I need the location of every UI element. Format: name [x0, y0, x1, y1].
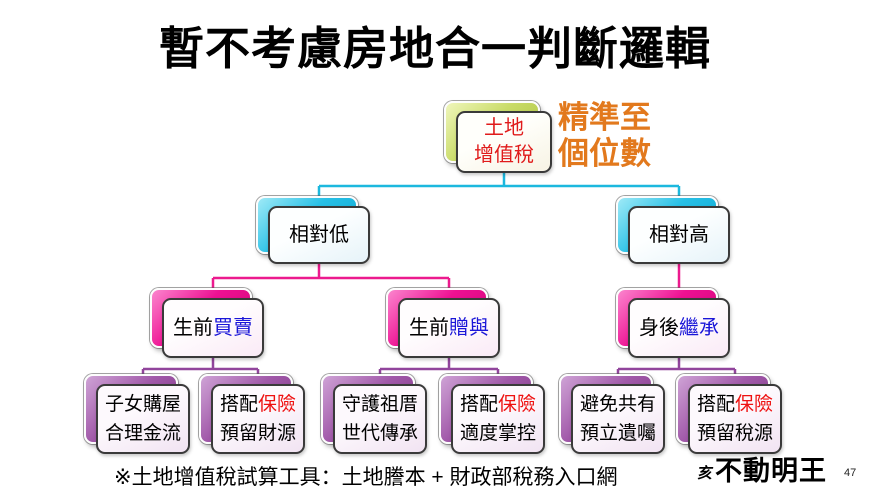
leaf-children-buy-house: 子女購屋 合理金流	[84, 374, 190, 454]
leaf-label-line2: 預留稅源	[696, 423, 773, 444]
footnote-tax-calculator-tools: ※土地增值稅試算工具：土地謄本 + 財政部稅務入口網	[114, 466, 618, 489]
leaf-label-line1: 搭配保險	[220, 390, 296, 419]
leaf-label-line1: 搭配保險	[460, 390, 536, 419]
annotation-line: 個位數	[558, 136, 651, 171]
annotation-precise-to-digit: 精準至 個位數	[558, 100, 651, 172]
page-number: 47	[844, 467, 857, 479]
card-front: 子女購屋 合理金流	[96, 384, 190, 454]
leaf-label-line2: 預留財源	[219, 423, 296, 444]
node-relatively-high: 相對高	[616, 196, 730, 264]
node-gift-before-death: 生前贈與	[386, 288, 500, 358]
leaf-label-line1: 子女購屋	[105, 390, 181, 419]
node-label: 身後繼承	[639, 315, 719, 342]
card-front: 身後繼承	[628, 298, 730, 358]
node-land-value-tax: 土地 增值稅	[444, 101, 552, 173]
leaf-insurance-moderate-control: 搭配保險 適度掌控	[439, 374, 545, 454]
leaf-label-line1: 守護祖厝	[342, 390, 418, 419]
label-text: 避免共有	[579, 394, 656, 415]
leaf-label-line1: 搭配保險	[697, 390, 773, 419]
connector-root-to-level2	[317, 173, 681, 212]
leaf-insurance-reserve-funds: 搭配保險 預留財源	[199, 374, 305, 454]
leaf-insurance-reserve-tax-source: 搭配保險 預留稅源	[676, 374, 782, 454]
label-highlight: 贈與	[449, 316, 489, 339]
node-label: 生前贈與	[409, 315, 489, 342]
card-front: 生前贈與	[398, 298, 500, 358]
label-highlight: 買賣	[213, 316, 253, 339]
page-title: 暫不考慮房地合一判斷邏輯	[158, 23, 711, 74]
label-text: 搭配	[459, 394, 498, 415]
card-front: 守護祖厝 世代傳承	[333, 384, 427, 454]
node-label: 生前買賣	[173, 315, 253, 342]
label-highlight: 保險	[258, 394, 297, 415]
card-front: 生前買賣	[162, 298, 264, 358]
node-relatively-low: 相對低	[256, 196, 370, 264]
card-front: 避免共有 預立遺囑	[571, 384, 665, 454]
node-label: 土地	[484, 117, 524, 139]
label-highlight: 保險	[735, 394, 774, 415]
node-label: 相對低	[289, 223, 349, 246]
leaf-label-line2: 預立遺囑	[579, 423, 656, 444]
leaf-avoid-co-ownership-will: 避免共有 預立遺囑	[559, 374, 665, 454]
leaf-label-line2: 合理金流	[104, 423, 181, 444]
card-front: 搭配保險 預留財源	[211, 384, 305, 454]
label-text: 搭配	[219, 394, 258, 415]
leaf-label-line2: 世代傳承	[341, 423, 418, 444]
leaf-protect-ancestral-home: 守護祖厝 世代傳承	[321, 374, 427, 454]
card-front: 相對低	[268, 206, 370, 264]
card-front: 搭配保險 預留稅源	[688, 384, 782, 454]
card-front: 搭配保險 適度掌控	[451, 384, 545, 454]
leaf-label-line2: 適度掌控	[459, 423, 536, 444]
leaf-label-line1: 避免共有	[580, 390, 656, 419]
node-inheritance-after-death: 身後繼承	[616, 288, 730, 358]
label-prefix: 身後	[639, 316, 679, 339]
node-label: 相對高	[649, 223, 709, 246]
node-label: 增值稅	[474, 144, 534, 166]
brand-logo: 亥 不動明王	[697, 456, 828, 487]
label-text: 搭配	[696, 394, 735, 415]
label-highlight: 繼承	[679, 316, 719, 339]
card-front: 相對高	[628, 206, 730, 264]
label-text: 守護祖厝	[341, 394, 418, 415]
logo-text: 不動明王	[715, 456, 828, 487]
label-prefix: 生前	[173, 316, 213, 339]
node-sale-before-death: 生前買賣	[150, 288, 264, 358]
label-highlight: 保險	[498, 394, 537, 415]
label-prefix: 生前	[409, 316, 449, 339]
label-text: 子女購屋	[104, 394, 181, 415]
annotation-line: 精準至	[558, 100, 651, 135]
card-front: 土地 增值稅	[456, 111, 552, 173]
